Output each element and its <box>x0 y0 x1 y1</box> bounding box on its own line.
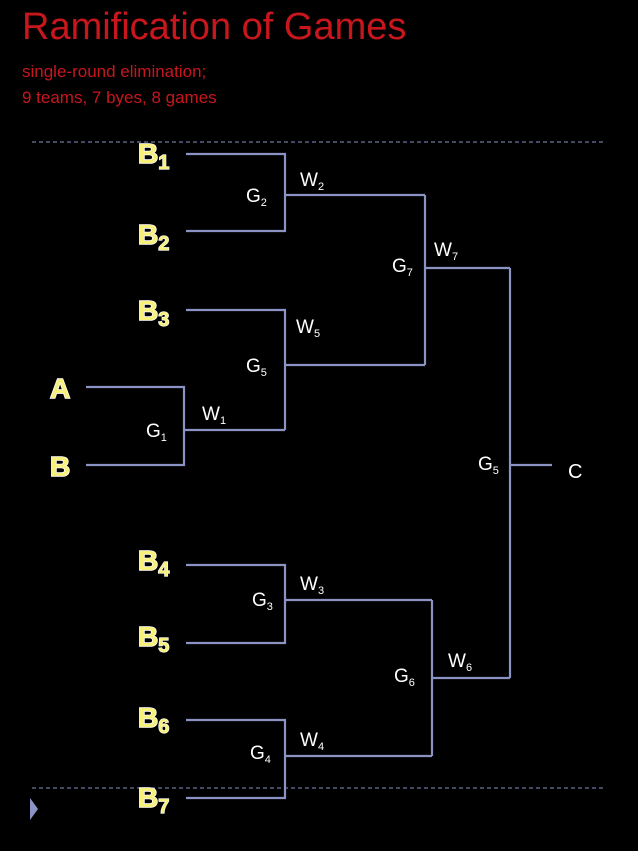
svg-text:B3: B3 <box>138 295 169 331</box>
team-b4-label: B4 <box>137 544 171 581</box>
winner-w3-label: W3 <box>300 574 324 597</box>
champion-c-label: C <box>568 461 582 483</box>
winner-w2-label: W2 <box>300 170 324 193</box>
game-g7-label: G7 <box>392 256 413 279</box>
svg-text:B4: B4 <box>138 545 170 581</box>
winner-w1-label: W1 <box>202 404 226 427</box>
team-b3-label: B3 <box>137 294 170 331</box>
bracket-g7 <box>423 195 510 365</box>
game-g2-label: G2 <box>246 186 267 209</box>
game-g1-label: G1 <box>146 421 167 444</box>
svg-text:A: A <box>50 373 70 404</box>
winner-w5-label: W5 <box>296 317 320 340</box>
team-b5-label: B5 <box>137 620 170 657</box>
winner-w7-label: W7 <box>434 240 458 263</box>
bracket-g5-upper <box>186 308 425 430</box>
game-g3-label: G3 <box>252 590 273 613</box>
svg-text:B7: B7 <box>138 782 169 818</box>
svg-text:B6: B6 <box>138 702 169 738</box>
game-g4-label: G4 <box>250 743 271 766</box>
svg-text:B5: B5 <box>138 621 169 657</box>
game-g5-final-label: G5 <box>478 454 499 477</box>
next-slide-arrow-icon[interactable] <box>30 798 38 820</box>
team-b1-label: B1 <box>137 137 170 174</box>
team-b6-label: B6 <box>137 701 170 738</box>
game-g5-upper-label: G5 <box>246 356 267 379</box>
subtitle-line-1: single-round elimination; <box>22 62 207 81</box>
bracket-g4 <box>186 718 432 800</box>
svg-text:B: B <box>50 451 70 482</box>
svg-text:B1: B1 <box>138 138 169 174</box>
bracket-g3 <box>186 563 432 645</box>
team-a-label: A <box>49 372 71 405</box>
team-b-label: B <box>49 450 71 483</box>
svg-text:B2: B2 <box>138 219 169 255</box>
bracket-final <box>508 268 552 678</box>
team-b7-label: B7 <box>137 781 170 818</box>
bracket-g6 <box>430 600 510 756</box>
winner-w6-label: W6 <box>448 651 472 674</box>
subtitle-line-2: 9 teams, 7 byes, 8 games <box>22 88 217 107</box>
bracket-g2 <box>186 152 425 233</box>
slide-title: Ramification of Games <box>22 6 407 48</box>
bracket-g1 <box>86 385 285 467</box>
game-g6-label: G6 <box>394 666 415 689</box>
team-b2-label: B2 <box>137 218 170 255</box>
winner-w4-label: W4 <box>300 730 324 753</box>
